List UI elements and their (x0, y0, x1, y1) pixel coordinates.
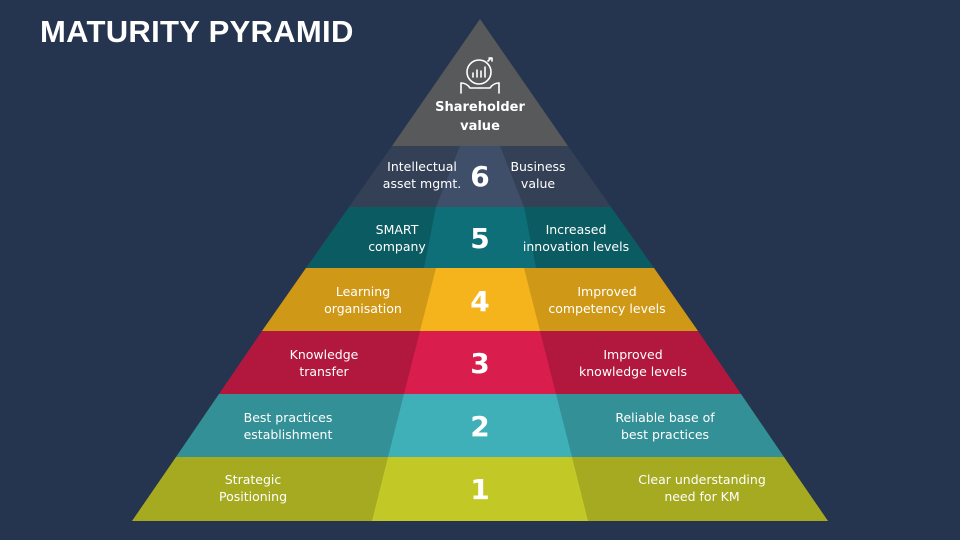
pyramid-level-6 (349, 146, 611, 207)
level-2-right-label: Reliable base of best practices (600, 409, 730, 443)
label-line: Improved (577, 284, 637, 299)
apex-label-line-1: Shareholder (435, 100, 525, 115)
level-1-right-label: Clear understanding need for KM (632, 471, 772, 505)
pyramid-level-1 (132, 457, 828, 521)
label-line: establishment (243, 427, 333, 442)
label-line: Knowledge (289, 347, 359, 362)
label-line: best practices (620, 427, 710, 442)
label-line: Business (510, 159, 566, 174)
level-2-left-label: Best practices establishment (228, 409, 348, 443)
level-4-left-label: Learning organisation (308, 283, 418, 317)
label-line: Best practices (243, 410, 333, 425)
apex-label: Shareholder value (420, 98, 540, 136)
apex-label-line-2: value (460, 119, 500, 134)
level-4-number: 4 (470, 285, 490, 318)
label-line: asset mgmt. (382, 176, 462, 191)
label-line: company (368, 239, 426, 254)
level-5-left-label: SMART company (342, 221, 452, 255)
label-line: Strategic (224, 472, 282, 487)
label-line: SMART (375, 222, 419, 237)
level-4-right-label: Improved competency levels (537, 283, 677, 317)
pyramid-level-2 (176, 394, 784, 457)
pyramid-apex (392, 19, 568, 146)
level-6-left-label: Intellectual asset mgmt. (372, 158, 472, 192)
label-line: competency levels (548, 301, 666, 316)
label-line: value (520, 176, 556, 191)
label-line: innovation levels (522, 239, 630, 254)
level-6-right-label: Business value (488, 158, 588, 192)
label-line: Clear understanding (638, 472, 766, 487)
level-5-number: 5 (470, 222, 490, 255)
level-2-number: 2 (470, 410, 490, 443)
label-line: Positioning (219, 489, 287, 504)
label-line: transfer (299, 364, 349, 379)
page-title: MATURITY PYRAMID (40, 14, 354, 49)
level-5-right-label: Increased innovation levels (511, 221, 641, 255)
level-6-number: 6 (470, 160, 490, 193)
level-3-number: 3 (470, 347, 490, 380)
pyramid-level-5 (306, 207, 654, 268)
pyramid-level-3 (219, 331, 741, 394)
label-line: Increased (545, 222, 607, 237)
label-line: need for KM (664, 489, 740, 504)
level-3-right-label: Improved knowledge levels (568, 346, 698, 380)
growth-chart-hands-icon (460, 57, 500, 94)
label-line: Reliable base of (615, 410, 715, 425)
label-line: Learning (335, 284, 391, 299)
level-1-number: 1 (470, 473, 490, 506)
label-line: organisation (324, 301, 402, 316)
pyramid-level-4 (262, 268, 698, 331)
label-line: knowledge levels (579, 364, 687, 379)
label-line: Intellectual (387, 159, 457, 174)
level-3-left-label: Knowledge transfer (264, 346, 384, 380)
label-line: Improved (603, 347, 663, 362)
